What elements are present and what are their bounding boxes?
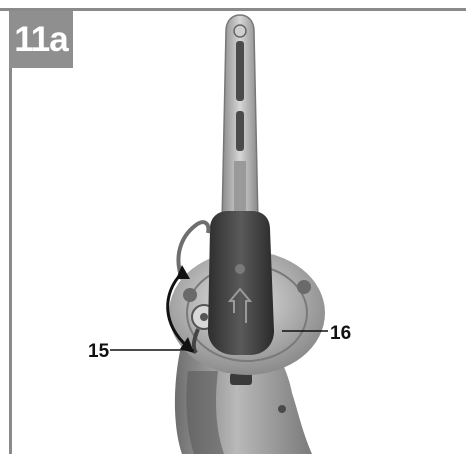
belt-cover [208, 211, 274, 355]
belt-arm [221, 14, 259, 224]
rotation-arrow-icon [166, 265, 194, 353]
figure-label: 11a [9, 11, 73, 68]
figure-frame-top [0, 8, 466, 11]
callout-label-15: 15 [88, 341, 110, 362]
tool-handle [174, 351, 312, 454]
callout-label-16: 16 [330, 323, 352, 344]
tool-photo [110, 14, 328, 454]
figure-frame-left [9, 8, 12, 454]
